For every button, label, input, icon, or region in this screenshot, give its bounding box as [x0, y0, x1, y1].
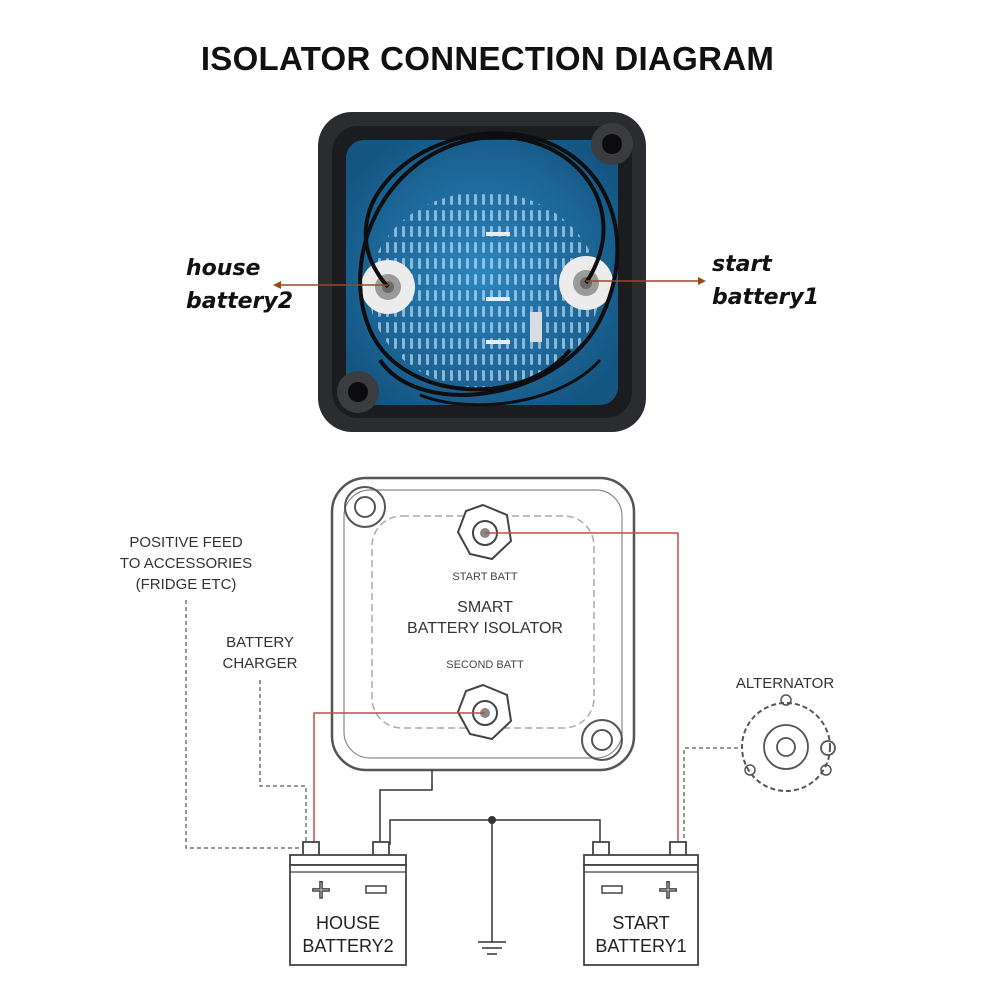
house-plus-sign: + [310, 875, 332, 905]
house-battery-line1: HOUSE [315, 913, 380, 933]
schematic-hole-br [581, 719, 623, 761]
charger-leader [259, 680, 307, 846]
start-battery-line1: START [612, 913, 670, 933]
left-callout-line1: house [186, 256, 261, 281]
battery-charger-label: BATTERY CHARGER [210, 632, 310, 674]
start-battery-label: START BATTERY1 [584, 912, 698, 958]
positive-feed-line3: (FRIDGE ETC) [135, 576, 237, 593]
positive-feed-label: POSITIVE FEED TO ACCESSORIES (FRIDGE ETC… [102, 532, 270, 595]
positive-feed-line2: TO ACCESSORIES [119, 555, 253, 572]
page-title: ISOLATOR CONNECTION DIAGRAM [200, 40, 775, 77]
isolator-outline [330, 476, 636, 772]
red-wire-start [485, 532, 679, 845]
house-battery-line2: BATTERY2 [302, 936, 394, 956]
alternator-icon [741, 694, 836, 792]
start-batt-label: START BATT [452, 571, 518, 583]
red-wire-house [313, 712, 485, 845]
negative-wire-house [379, 770, 433, 845]
right-callout-line1: start [712, 252, 772, 277]
positive-feed-leader [185, 600, 300, 849]
start-plus-sign: + [657, 875, 679, 905]
start-minus-sign [601, 885, 623, 894]
battery-charger-line2: CHARGER [222, 655, 298, 672]
house-battery-label: HOUSE BATTERY2 [290, 912, 406, 958]
house-battery: + [289, 841, 407, 966]
start-battery: + [583, 841, 699, 966]
isolator-name-line2: BATTERY ISOLATOR [407, 620, 563, 637]
house-minus-sign [365, 885, 387, 894]
isolator-name: SMART BATTERY ISOLATOR [383, 597, 587, 639]
alternator-leader [683, 747, 738, 846]
second-batt-label: SECOND BATT [446, 659, 524, 671]
photo-wire [363, 131, 620, 397]
alternator-label: ALTERNATOR [735, 675, 835, 692]
isolator-name-line1: SMART [457, 599, 513, 616]
positive-feed-line1: POSITIVE FEED [129, 534, 243, 551]
schematic-hole-tl [344, 486, 386, 528]
battery-charger-line1: BATTERY [226, 634, 294, 651]
start-battery-line2: BATTERY1 [595, 936, 687, 956]
left-callout: house battery2 [186, 252, 293, 318]
left-callout-line2: battery2 [186, 289, 294, 314]
negative-bus [389, 819, 601, 845]
right-callout-line2: battery1 [712, 285, 820, 310]
right-callout: start battery1 [712, 248, 819, 314]
